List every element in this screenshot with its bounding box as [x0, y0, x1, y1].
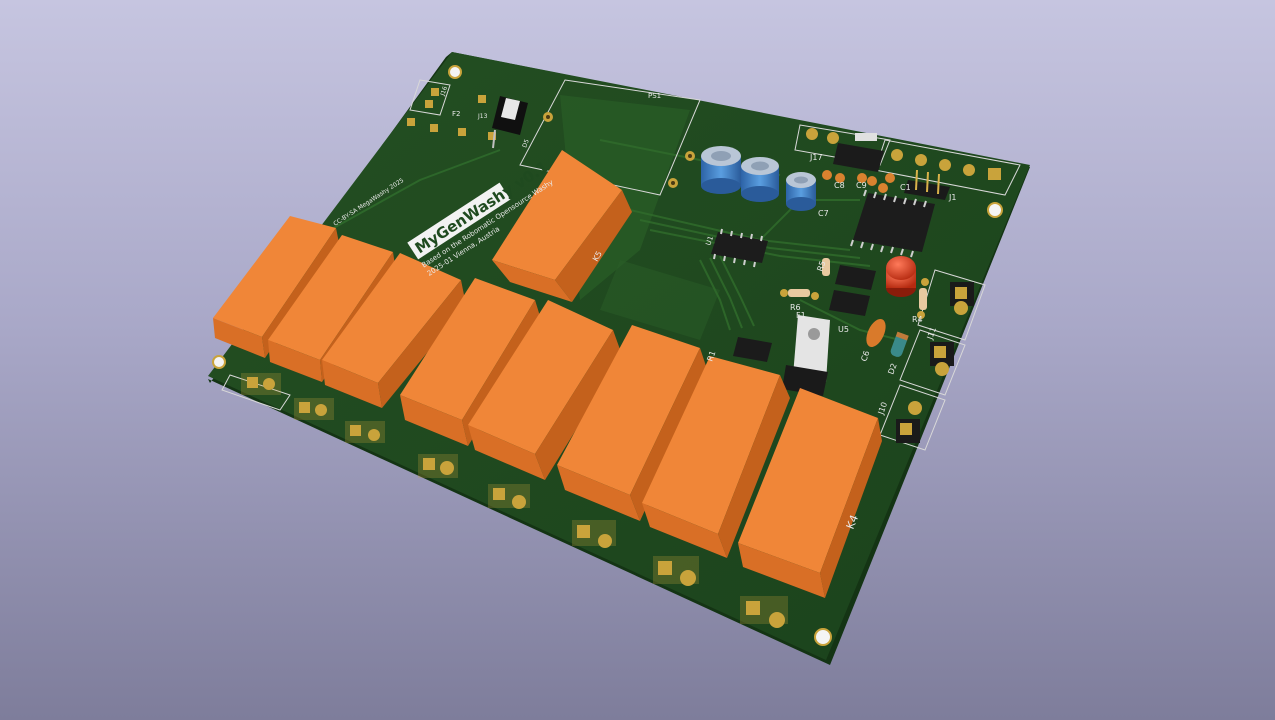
voltage-regulator-top [833, 133, 884, 172]
label-j11: J11 [925, 326, 938, 342]
label-k5: K5 [591, 250, 604, 263]
film-capacitor [866, 318, 886, 348]
relay-7 [642, 356, 790, 558]
screw-terminals-bottom [241, 373, 788, 628]
label-c1: C1 [900, 183, 911, 192]
label-c8: C8 [834, 181, 845, 190]
label-d5: D5 [521, 138, 531, 148]
terminal-2 [294, 398, 334, 420]
terminal-5 [488, 484, 530, 509]
led-red [886, 256, 916, 297]
terminal-3 [345, 421, 385, 443]
relay-6 [557, 325, 708, 521]
label-j16: J16 [439, 85, 449, 97]
terminal-7 [653, 556, 699, 586]
relay-k5 [492, 150, 632, 302]
label-c7: C7 [818, 209, 829, 218]
electrolytic-capacitor-1 [701, 146, 741, 194]
label-j1: J1 [948, 193, 956, 202]
label-u1: U1 [704, 235, 715, 247]
electrolytic-capacitor-2 [741, 157, 779, 202]
relay-3 [322, 253, 466, 408]
ic-driver [711, 228, 768, 268]
terminal-8 [740, 596, 788, 628]
ic-mcu [850, 189, 935, 258]
smd-capacitors [822, 170, 895, 193]
label-r5: R5 [815, 260, 827, 273]
ps1-pads [543, 112, 695, 188]
relay-5 [468, 300, 622, 480]
label-u5: U5 [838, 325, 849, 334]
label-d2: D2 [886, 362, 898, 376]
terminal-1 [241, 373, 281, 395]
label-c9: C9 [856, 181, 867, 190]
label-r1: R1 [705, 350, 717, 363]
label-f1: F1 [796, 311, 806, 320]
smd-transistors [733, 265, 876, 362]
terminal-4 [418, 454, 458, 478]
label-k4: K4 [844, 513, 861, 531]
pin-header-j1 [904, 169, 950, 200]
label-ps1: PS1 [648, 92, 661, 100]
label-j13: J13 [477, 113, 488, 120]
resistors [780, 258, 929, 319]
diode-d5 [492, 96, 528, 149]
terminal-6 [572, 520, 616, 548]
diode-d2 [890, 331, 909, 357]
screw-terminals-right [896, 282, 974, 443]
label-c6: C6 [859, 350, 871, 363]
connector-pads-top-right [806, 128, 1001, 180]
electrolytic-capacitor-3 [786, 172, 816, 211]
top-left-connectors [407, 88, 496, 140]
label-f2: F2 [452, 110, 460, 118]
copper-pour-2 [600, 260, 720, 340]
to220-regulator [782, 315, 830, 396]
label-r6: R6 [790, 303, 801, 312]
label-j10: J10 [876, 401, 889, 417]
label-r4: R4 [912, 315, 923, 324]
relay-k4 [738, 388, 882, 598]
mounting-holes [212, 65, 1003, 646]
label-j17: J17 [809, 153, 823, 162]
